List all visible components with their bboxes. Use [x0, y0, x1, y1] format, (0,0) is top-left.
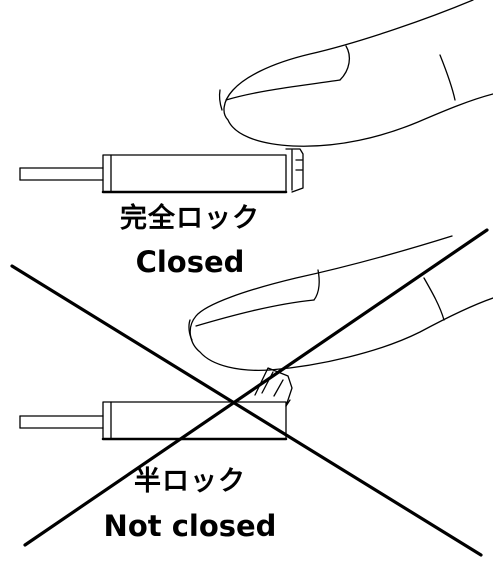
cross-line-2	[23, 228, 489, 547]
cross-line-1	[10, 264, 483, 557]
top-connector	[101, 154, 288, 194]
not-closed-label-en: Not closed	[103, 509, 277, 543]
cross-out-mark	[10, 228, 489, 557]
bottom-cable	[19, 415, 104, 429]
top-latch	[285, 148, 304, 193]
closed-illustration	[19, 0, 493, 194]
bottom-connector	[101, 401, 288, 441]
not-closed-illustration	[19, 235, 493, 441]
top-cable	[19, 167, 104, 181]
closed-label-en: Closed	[135, 245, 245, 279]
closed-label-ja: 完全ロック	[120, 203, 260, 234]
not-closed-label-ja: 半ロック	[134, 466, 246, 497]
bottom-finger	[188, 235, 493, 372]
top-finger	[218, 0, 493, 147]
